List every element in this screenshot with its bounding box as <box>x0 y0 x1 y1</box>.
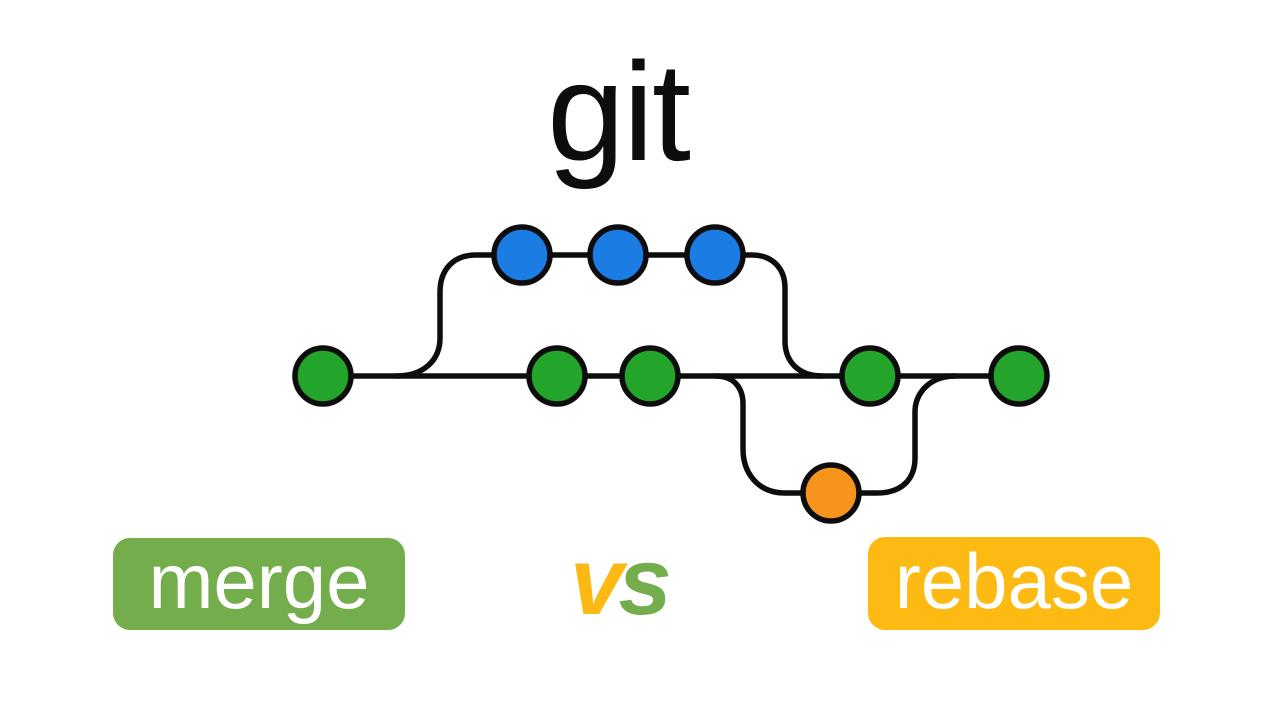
hotfix-branch-line <box>713 373 958 496</box>
rebase-badge: rebase <box>868 537 1160 630</box>
commit-node-main-5 <box>988 345 1050 407</box>
commit-node-feature-1 <box>491 224 553 286</box>
commit-node-main-1 <box>292 345 354 407</box>
feature-branch-line <box>393 252 825 379</box>
vs-letter-s: s <box>618 528 671 635</box>
commit-node-hotfix-1 <box>800 462 862 524</box>
vs-letter-v: v <box>570 528 623 635</box>
page-title: git <box>547 33 691 190</box>
commit-node-main-2 <box>526 345 588 407</box>
commit-node-feature-2 <box>587 224 649 286</box>
commit-node-main-4 <box>839 345 901 407</box>
commit-node-main-3 <box>619 345 681 407</box>
vs-label: vs <box>570 534 672 630</box>
merge-badge: merge <box>113 538 405 630</box>
commit-node-feature-3 <box>684 224 746 286</box>
